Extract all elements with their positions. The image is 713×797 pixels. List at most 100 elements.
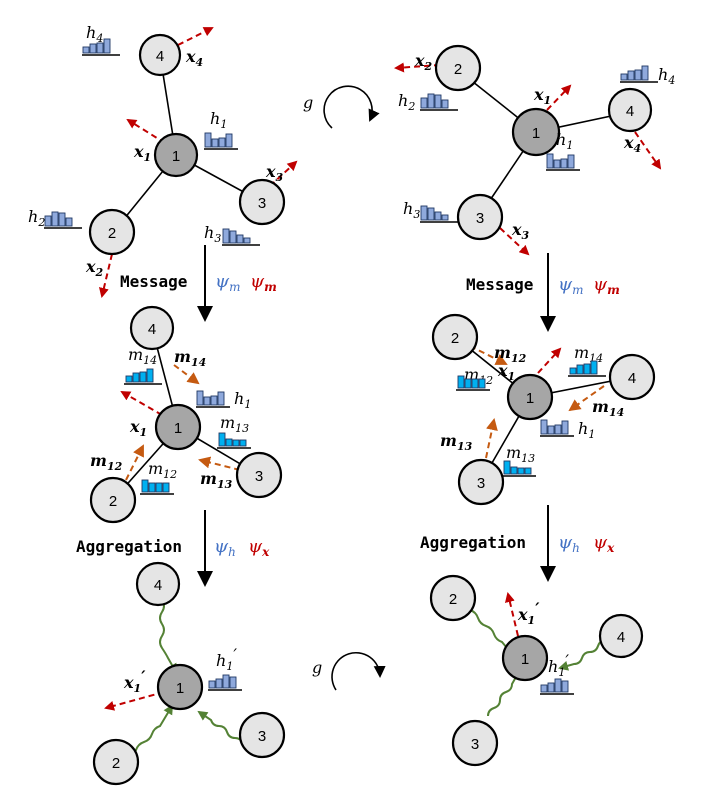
feature-histogram-h1-prime: [540, 678, 574, 695]
svg-text:4: 4: [626, 103, 634, 120]
label-x1: x1: [133, 142, 151, 164]
svg-text:Aggregation: Aggregation: [420, 533, 526, 552]
node-3: 3: [451, 719, 499, 767]
node-1-center: 1: [501, 634, 549, 682]
svg-text:3: 3: [471, 736, 479, 753]
label-m13-hist: m13: [220, 413, 249, 435]
node-1-center: 1: [511, 107, 561, 157]
svg-text:Message: Message: [120, 272, 187, 291]
svg-text:3: 3: [255, 468, 263, 485]
svg-text:1: 1: [532, 125, 540, 142]
svg-text:ψh: ψh: [214, 536, 236, 559]
label-m14-arrow: m14: [174, 347, 206, 369]
feature-histogram-h1: [204, 132, 238, 150]
svg-text:2: 2: [449, 591, 457, 608]
svg-text:ψx: ψx: [593, 532, 615, 555]
graph-bottom-left: 4 1 3 2 x1′ h1′: [92, 561, 286, 786]
svg-text:ψm: ψm: [593, 274, 620, 297]
label-h3: h3: [403, 199, 420, 221]
label-x3: x3: [511, 220, 530, 242]
aggregation-step-right: Aggregation ψh ψx: [420, 505, 615, 582]
node-1-center: 1: [506, 373, 554, 421]
node-1-center: 1: [156, 663, 204, 711]
svg-text:4: 4: [154, 577, 162, 594]
label-x1-prime: x1′: [123, 667, 146, 695]
label-m12-arrow: m12: [494, 343, 527, 365]
label-m14-hist: m14: [574, 343, 603, 365]
rotation-g-top: g: [303, 85, 380, 129]
label-h1-prime: h1′: [548, 651, 569, 679]
node-3: 3: [457, 458, 505, 506]
message-histogram-m13: [502, 460, 536, 477]
label-x3: x3: [265, 162, 284, 184]
feature-histogram-h2: [44, 211, 82, 229]
svg-text:2: 2: [451, 330, 459, 347]
svg-text:3: 3: [476, 210, 484, 227]
message-histogram-m12: [140, 479, 174, 495]
node-3: 3: [238, 178, 286, 226]
svg-text:4: 4: [617, 629, 625, 646]
label-h2: h2: [28, 207, 45, 229]
svg-text:ψh: ψh: [558, 532, 580, 555]
label-m12-arrow: m12: [90, 451, 123, 473]
feature-histogram-h2: [420, 93, 458, 111]
node-4: 4: [135, 561, 181, 607]
svg-text:2: 2: [112, 755, 120, 772]
svg-text:Aggregation: Aggregation: [76, 537, 182, 556]
label-h1: h1: [234, 389, 251, 411]
rotation-g-bottom: g: [312, 651, 386, 691]
svg-text:3: 3: [477, 475, 485, 492]
message-histogram-m13: [217, 432, 251, 449]
node-2: 2: [88, 208, 136, 256]
node-4: 4: [129, 305, 175, 351]
svg-text:ψm: ψm: [558, 274, 584, 297]
label-m13-hist: m13: [506, 443, 535, 465]
feature-histogram-h4: [82, 38, 120, 56]
feature-histogram-h1: [540, 419, 574, 437]
message-step-left: Message ψm ψm: [120, 245, 277, 322]
label-m14-arrow: m14: [592, 397, 624, 419]
svg-text:4: 4: [156, 48, 164, 65]
label-x1-prime: x1′: [517, 599, 540, 627]
label-x2: x2: [414, 51, 433, 73]
svg-text:4: 4: [148, 321, 156, 338]
svg-text:1: 1: [172, 148, 180, 165]
label-h1: h1: [556, 130, 573, 152]
svg-text:1: 1: [521, 651, 529, 668]
node-1-center: 1: [154, 403, 202, 451]
graph-top-left: 4 1 3 2 h4 x4 h1 x1 x3: [28, 23, 298, 298]
label-x1: x1: [129, 417, 147, 439]
node-4: 4: [607, 87, 653, 133]
svg-text:ψx: ψx: [248, 536, 270, 559]
graph-bottom-right: 2 1 4 3 x1′ h1′: [429, 574, 644, 767]
feature-histogram-h1-prime: [208, 674, 242, 691]
label-m13-arrow: m13: [200, 469, 233, 491]
svg-text:Message: Message: [466, 275, 533, 294]
svg-text:1: 1: [174, 420, 182, 437]
feature-histogram-h3: [420, 205, 458, 223]
aggregation-step-left: Aggregation ψh ψx: [76, 510, 270, 587]
label-m12-hist: m12: [148, 459, 177, 481]
message-histogram-m14: [124, 368, 162, 385]
message-histogram-m12: [456, 375, 490, 391]
svg-text:1: 1: [176, 680, 184, 697]
node-2: 2: [429, 574, 477, 622]
message-histogram-m14: [568, 360, 606, 377]
label-h1: h1: [210, 109, 227, 131]
svg-text:2: 2: [454, 61, 462, 78]
label-h1: h1: [578, 419, 595, 441]
svg-text:2: 2: [109, 493, 117, 510]
svg-text:3: 3: [258, 195, 266, 212]
svg-text:3: 3: [258, 728, 266, 745]
message-step-right: Message ψm ψm: [466, 253, 620, 332]
svg-text:2: 2: [108, 225, 116, 242]
graph-middle-left: 4 1 3 2 m14 m14 h1 x1 m13: [89, 305, 283, 524]
label-x4: x4: [185, 47, 203, 69]
label-h1-prime: h1′: [216, 645, 237, 673]
node-2: 2: [431, 313, 479, 361]
svg-text:g: g: [303, 93, 313, 112]
svg-text:ψm: ψm: [215, 271, 241, 294]
node-4: 4: [138, 33, 182, 77]
svg-text:4: 4: [628, 370, 636, 387]
label-x1: x1: [533, 85, 551, 107]
